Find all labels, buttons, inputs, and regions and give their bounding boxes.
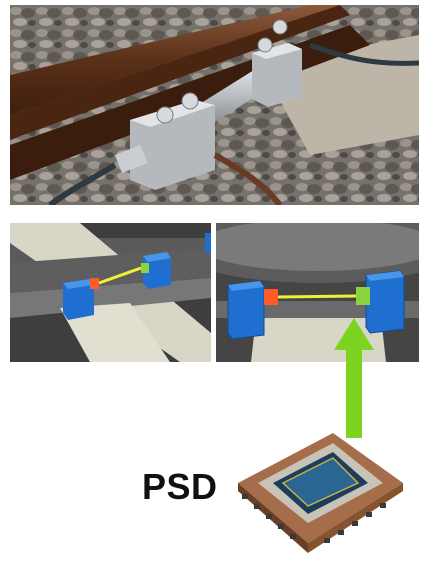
sensor-diagram-oblique <box>10 223 211 362</box>
sensor-block-right <box>365 270 405 334</box>
up-arrow-icon <box>334 318 374 438</box>
detector-left <box>141 263 149 273</box>
emitter-right <box>264 289 278 305</box>
sensor-block-left <box>227 280 265 340</box>
emitter-left <box>90 278 99 289</box>
psd-chip-image <box>228 428 410 562</box>
sensor-block-left <box>63 279 94 320</box>
rail-sensor-photo <box>10 5 419 205</box>
sensor-block-right <box>143 252 171 289</box>
detector-right <box>356 287 370 305</box>
psd-label: PSD <box>142 466 218 507</box>
light-beam-left <box>98 266 142 285</box>
light-beam-right <box>277 294 357 299</box>
sensor-diagram-closeup <box>216 223 419 362</box>
